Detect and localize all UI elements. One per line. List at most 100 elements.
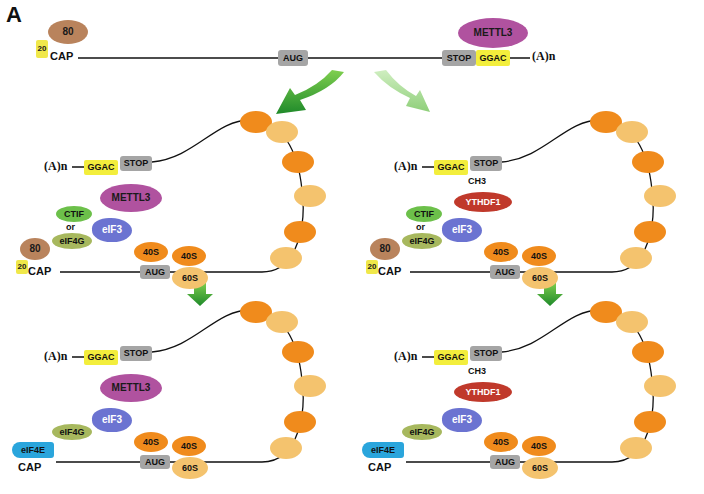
molecule-name: 20 xyxy=(18,263,27,271)
pathway-arrow xyxy=(374,70,430,112)
molecule-shape: 40S xyxy=(134,242,168,262)
molecule-shape: 60S xyxy=(172,457,208,479)
molecule-shape: 80 xyxy=(370,238,400,260)
molecule-shape: eIF4E xyxy=(12,442,54,458)
molecule-name: STOP xyxy=(124,159,148,168)
text-label: (A)n xyxy=(44,160,67,172)
panel-letter: A xyxy=(6,4,22,26)
ribosome xyxy=(632,151,664,173)
molecule-name: YTHDF1 xyxy=(465,388,500,397)
mrna-loop xyxy=(56,310,303,462)
text-label: CAP xyxy=(28,266,51,277)
molecule-shape: 40S xyxy=(172,436,206,456)
molecule-name: eIF3 xyxy=(102,415,122,425)
ribosome xyxy=(294,185,326,207)
molecule-name: METTL3 xyxy=(112,383,151,393)
molecule-shape: 20 xyxy=(16,260,29,274)
molecule-shape: METTL3 xyxy=(100,184,162,212)
molecule-shape: 40S xyxy=(522,246,556,266)
ribosome xyxy=(266,121,298,143)
molecule-shape: CTIF xyxy=(406,206,442,222)
mrna-loop xyxy=(60,120,303,272)
molecule-name: eIF3 xyxy=(452,415,472,425)
molecule-shape: CTIF xyxy=(56,206,92,222)
molecule-shape: eIF3 xyxy=(442,408,482,432)
molecule-shape: 40S xyxy=(484,242,518,262)
molecule-shape: STOP xyxy=(470,346,502,361)
molecule-shape: eIF3 xyxy=(92,408,132,432)
molecule-name: eIF3 xyxy=(452,225,472,235)
text-label: (A)n xyxy=(394,350,417,362)
molecule-name: AUG xyxy=(145,458,165,467)
text-label: CH3 xyxy=(468,177,486,186)
molecule-shape: AUG xyxy=(140,265,170,279)
molecule-name: eIF4G xyxy=(409,237,434,246)
molecule-shape: STOP xyxy=(470,156,502,171)
molecule-name: 40S xyxy=(531,442,547,451)
ribosome xyxy=(270,247,302,269)
ribosome xyxy=(270,437,302,459)
ribosome xyxy=(632,341,664,363)
molecule-shape: eIF4G xyxy=(52,424,92,440)
molecule-shape: eIF3 xyxy=(92,218,132,242)
ribosome xyxy=(644,375,676,397)
molecule-name: eIF4G xyxy=(409,428,434,437)
molecule-name: 20 xyxy=(368,263,377,271)
molecule-name: METTL3 xyxy=(474,28,513,38)
text-label: CAP xyxy=(378,266,401,277)
molecule-name: eIF4G xyxy=(59,428,84,437)
molecule-shape: GGAC xyxy=(434,160,468,175)
molecule-name: STOP xyxy=(447,54,471,63)
molecule-name: METTL3 xyxy=(112,193,151,203)
molecule-shape: GGAC xyxy=(84,160,118,175)
ribosome xyxy=(620,437,652,459)
molecule-name: STOP xyxy=(474,349,498,358)
molecule-shape: GGAC xyxy=(434,350,468,365)
molecule-shape: eIF4E xyxy=(362,442,404,458)
molecule-name: AUG xyxy=(283,54,303,63)
molecule-name: 80 xyxy=(62,27,73,37)
molecule-shape: AUG xyxy=(278,50,308,66)
molecule-shape: 40S xyxy=(172,246,206,266)
molecule-shape: AUG xyxy=(490,265,520,279)
molecule-shape: METTL3 xyxy=(100,374,162,402)
ribosome xyxy=(284,411,316,433)
molecule-name: 40S xyxy=(181,252,197,261)
molecule-name: 40S xyxy=(143,248,159,257)
molecule-shape: AUG xyxy=(140,455,170,469)
molecule-shape: YTHDF1 xyxy=(454,192,512,212)
ribosome xyxy=(634,221,666,243)
ribosome xyxy=(616,311,648,333)
molecule-name: GGAC xyxy=(88,353,115,362)
molecule-shape: STOP xyxy=(442,50,476,66)
molecule-name: CTIF xyxy=(414,210,434,219)
molecule-shape: eIF4G xyxy=(402,424,442,440)
molecule-name: eIF4G xyxy=(59,237,84,246)
ribosome xyxy=(616,121,648,143)
molecule-name: 60S xyxy=(182,464,198,473)
pathway-arrow xyxy=(276,70,344,114)
ribosome xyxy=(620,247,652,269)
molecule-name: GGAC xyxy=(480,54,507,63)
molecule-shape: AUG xyxy=(490,455,520,469)
molecule-name: 60S xyxy=(532,274,548,283)
molecule-shape: STOP xyxy=(120,156,152,171)
molecule-name: 20 xyxy=(38,45,47,53)
text-label: or xyxy=(416,223,425,232)
text-label: CAP xyxy=(50,51,73,62)
molecule-shape: 60S xyxy=(522,457,558,479)
mrna-loop xyxy=(410,120,653,272)
molecule-name: 40S xyxy=(181,442,197,451)
molecule-name: 60S xyxy=(182,274,198,283)
ribosome xyxy=(282,151,314,173)
ribosome xyxy=(294,375,326,397)
molecule-name: YTHDF1 xyxy=(465,198,500,207)
molecule-name: 80 xyxy=(29,244,40,254)
ribosome xyxy=(284,221,316,243)
molecule-name: GGAC xyxy=(88,163,115,172)
molecule-name: AUG xyxy=(145,268,165,277)
molecule-name: AUG xyxy=(495,268,515,277)
molecule-shape: 40S xyxy=(522,436,556,456)
molecule-shape: 60S xyxy=(522,267,558,289)
